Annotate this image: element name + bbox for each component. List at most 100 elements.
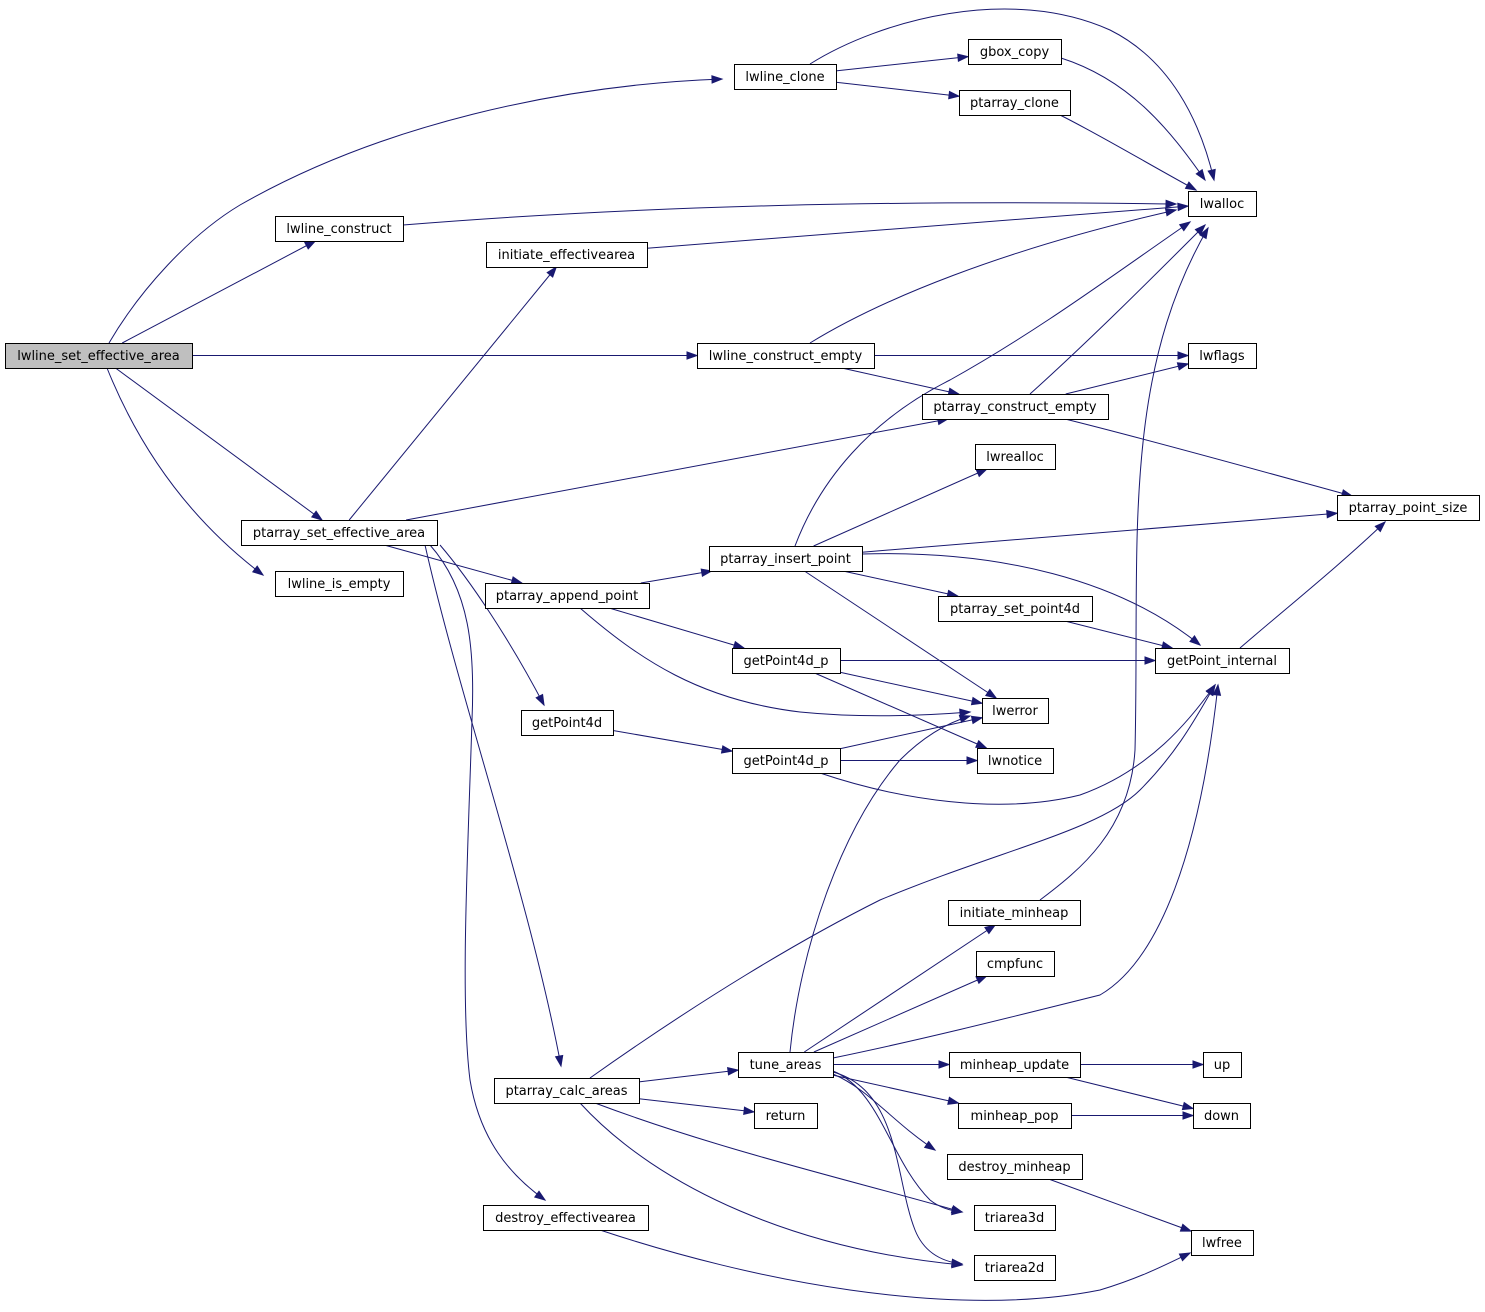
node-box [494,1078,640,1104]
node-box [275,571,404,597]
node-up[interactable]: up [1203,1052,1242,1078]
edge-n23-n4 [1039,226,1209,901]
node-lwrealloc[interactable]: lwrealloc [975,444,1056,470]
edge-line [406,418,948,521]
node-label: minheap_pop [971,1109,1059,1124]
edge-arrowhead [958,714,972,724]
node-box [947,1154,1083,1180]
edge-arrowhead [1374,520,1387,533]
node-gbox-copy[interactable]: gbox_copy [968,39,1062,65]
edge-n7-n9 [841,367,961,396]
node-triarea3d[interactable]: triarea3d [974,1205,1056,1231]
node-ptarray-insert-point[interactable]: ptarray_insert_point [709,546,863,572]
edge-line [813,468,988,547]
node-ptarray-construct-empty[interactable]: ptarray_construct_empty [922,394,1109,420]
node-ptarray-clone[interactable]: ptarray_clone [959,90,1071,116]
node-getpoint-internal[interactable]: getPoint_internal [1155,648,1290,674]
edge-n0-n1 [108,75,724,344]
node-ptarray-set-effective-area[interactable]: ptarray_set_effective_area [241,520,438,546]
node-lwalloc[interactable]: lwalloc [1188,191,1257,217]
node-lwfree[interactable]: lwfree [1191,1230,1254,1256]
node-initiate-minheap[interactable]: initiate_minheap [948,900,1081,926]
node-minheap-pop[interactable]: minheap_pop [958,1103,1072,1129]
edge-line [809,8,1215,181]
edge-line [789,715,971,1053]
node-lwline-construct[interactable]: lwline_construct [275,216,404,242]
node-return[interactable]: return [754,1103,818,1129]
node-lwline-clone[interactable]: lwline_clone [734,64,837,90]
node-label: lwalloc [1200,197,1245,212]
node-box [241,520,438,546]
node-label: tune_areas [750,1058,822,1073]
edge-line [842,570,958,597]
edge-n20-n21 [612,730,734,754]
edge-arrowhead [938,1060,951,1069]
edge-line [1065,363,1189,395]
node-triarea2d[interactable]: triarea2d [974,1255,1056,1281]
node-tune-areas[interactable]: tune_areas [738,1052,834,1078]
edge-arrowhead [966,756,979,765]
edge-arrowhead [1177,202,1190,212]
node-box [974,1205,1056,1231]
edge-n21-n19 [839,715,984,750]
node-lwline-set-effective-area[interactable]: lwline_set_effective_area [5,343,193,369]
edge-line [832,1074,959,1104]
node-getpoint4d-p[interactable]: getPoint4d_p [732,748,841,774]
edge-arrowhead [1199,226,1209,240]
edge-n16-n18 [1064,620,1174,650]
edge-line [1065,1076,1194,1109]
edge-line [1064,620,1173,649]
node-box [922,394,1109,420]
node-label: getPoint4d_p [744,754,829,769]
edge-arrowhead [1178,1252,1192,1262]
node-getpoint4d[interactable]: getPoint4d [521,710,614,736]
edge-line [861,553,1201,646]
edge-line [439,544,545,706]
node-lwline-is-empty[interactable]: lwline_is_empty [275,571,404,597]
edge-line [835,81,960,97]
edge-arrowhead [970,696,984,706]
edge-n25-n36 [832,1071,964,1268]
edge-layer [106,8,1387,1301]
node-label: lwline_set_effective_area [17,349,180,364]
edge-line [794,221,1191,547]
edge-arrowhead [1212,683,1222,696]
node-minheap-update[interactable]: minheap_update [949,1052,1081,1078]
edge-line [1059,114,1197,191]
node-lwerror[interactable]: lwerror [982,698,1049,724]
edge-line [804,924,996,1053]
node-label: destroy_effectivearea [495,1211,636,1226]
node-lwnotice[interactable]: lwnotice [977,748,1054,774]
node-box [732,748,841,774]
node-ptarray-calc-areas[interactable]: ptarray_calc_areas [494,1078,640,1104]
node-destroy-effectivearea[interactable]: destroy_effectivearea [483,1205,649,1231]
node-ptarray-set-point4d[interactable]: ptarray_set_point4d [938,596,1093,622]
edge-arrowhead [535,693,545,707]
edge-n26-n31 [1065,1076,1195,1111]
node-label: lwnotice [988,754,1042,769]
edge-line [579,1102,963,1266]
node-initiate-effectivearea[interactable]: initiate_effectivearea [486,242,648,268]
edge-n1-n3 [835,81,961,100]
edge-n12-n20 [439,544,545,707]
node-ptarray-append-point[interactable]: ptarray_append_point [485,583,650,609]
node-lwflags[interactable]: lwflags [1188,343,1257,369]
edge-n13-n18 [861,553,1202,646]
node-lwline-construct-empty[interactable]: lwline_construct_empty [697,343,875,369]
node-box [732,648,841,674]
edge-arrowhead [1207,168,1216,182]
edge-line [106,367,264,576]
edge-line [1064,418,1353,497]
node-label: ptarray_append_point [496,589,639,604]
node-destroy-minheap[interactable]: destroy_minheap [947,1154,1083,1180]
node-ptarray-point-size[interactable]: ptarray_point_size [1337,495,1480,521]
edge-n15-n19 [579,607,972,718]
edge-arrowhead [957,53,970,62]
node-label: minheap_update [960,1058,1069,1073]
edge-line [832,684,1219,1059]
node-down[interactable]: down [1193,1103,1251,1129]
node-cmpfunc[interactable]: cmpfunc [976,951,1055,977]
edge-n1-n4 [809,8,1216,182]
node-getpoint4d-p[interactable]: getPoint4d_p [732,648,841,674]
